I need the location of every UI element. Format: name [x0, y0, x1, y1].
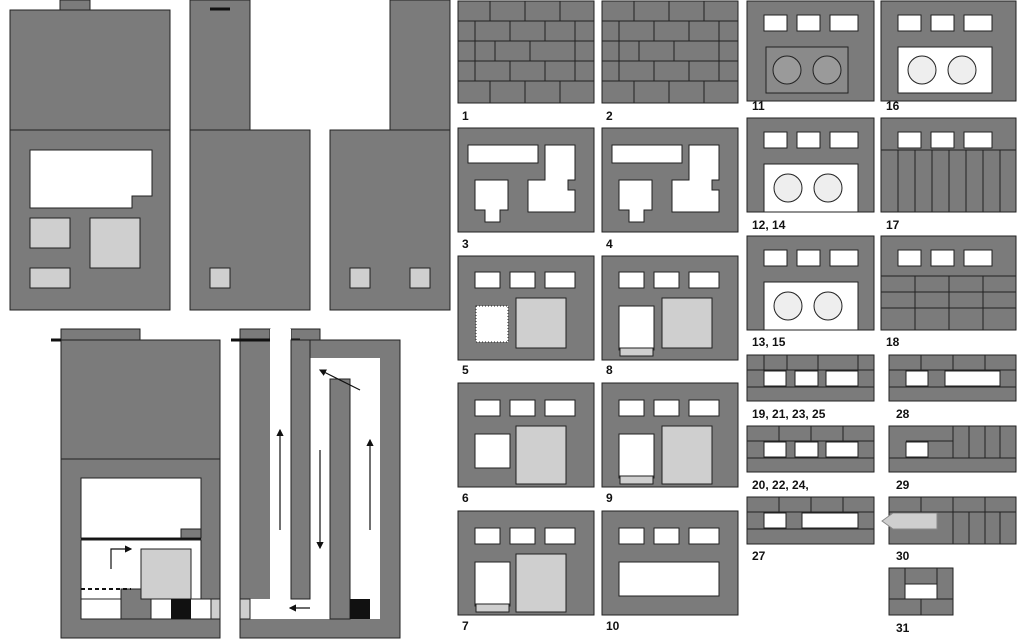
course-label: 16 — [886, 99, 900, 113]
damper — [171, 599, 191, 619]
course-3: 3 — [457, 127, 595, 251]
course-label: 28 — [896, 407, 910, 421]
course-30: 30 — [881, 496, 1017, 563]
cleanout — [209, 267, 231, 289]
front-view — [9, 0, 171, 311]
course-label: 11 — [752, 99, 765, 113]
cleanout — [409, 267, 431, 289]
course-4: 4 — [601, 127, 739, 251]
course-label: 30 — [896, 549, 910, 563]
course-label: 27 — [752, 549, 766, 563]
firebox-door — [140, 548, 192, 600]
course-17: 17 — [880, 117, 1017, 232]
course-label: 17 — [886, 218, 900, 232]
course-label: 12, 14 — [752, 218, 786, 232]
course-label: 3 — [462, 237, 469, 251]
course-label: 4 — [606, 237, 613, 251]
course-27: 27 — [746, 496, 875, 563]
arrow-pointer — [881, 512, 938, 530]
course-label: 9 — [606, 491, 613, 505]
course-1: 1 — [457, 0, 595, 123]
cleanout-door — [29, 217, 71, 249]
course-5: 5 — [457, 255, 595, 377]
course-13-15: 13, 15 — [746, 235, 875, 349]
side-view — [189, 0, 311, 311]
course-label: 19, 21, 23, 25 — [752, 407, 826, 421]
course-label: 5 — [462, 363, 469, 377]
section-front — [51, 328, 221, 639]
course-28: 28 — [888, 354, 1017, 421]
course-8: 8 — [601, 255, 739, 377]
course-label: 2 — [606, 109, 613, 123]
cleanout — [349, 267, 371, 289]
ash-door — [29, 267, 71, 289]
section-side — [231, 328, 401, 639]
course-7: 7 — [457, 510, 595, 633]
course-label: 6 — [462, 491, 469, 505]
course-19: 19, 21, 23, 25 — [746, 354, 875, 421]
course-label: 8 — [606, 363, 613, 377]
course-18: 18 — [880, 235, 1017, 349]
course-31: 31 — [888, 567, 954, 635]
course-label: 29 — [896, 478, 910, 492]
course-label: 18 — [886, 335, 900, 349]
course-16: 16 — [880, 0, 1017, 113]
rear-view — [329, 0, 451, 311]
course-9: 9 — [601, 382, 739, 505]
course-11: 11 — [746, 0, 875, 113]
course-label: 20, 22, 24, — [752, 478, 809, 492]
course-label: 1 — [462, 109, 469, 123]
course-label: 10 — [606, 619, 620, 633]
course-label: 31 — [896, 621, 910, 635]
course-10: 10 — [601, 510, 739, 633]
course-12-14: 12, 14 — [746, 117, 875, 232]
oven-opening — [29, 149, 153, 209]
firebox-door — [89, 217, 141, 269]
course-2: 2 — [601, 0, 739, 123]
course-6: 6 — [457, 382, 595, 505]
course-label: 13, 15 — [752, 335, 786, 349]
course-label: 7 — [462, 619, 469, 633]
course-29: 29 — [888, 425, 1017, 492]
course-20: 20, 22, 24, — [746, 425, 875, 492]
